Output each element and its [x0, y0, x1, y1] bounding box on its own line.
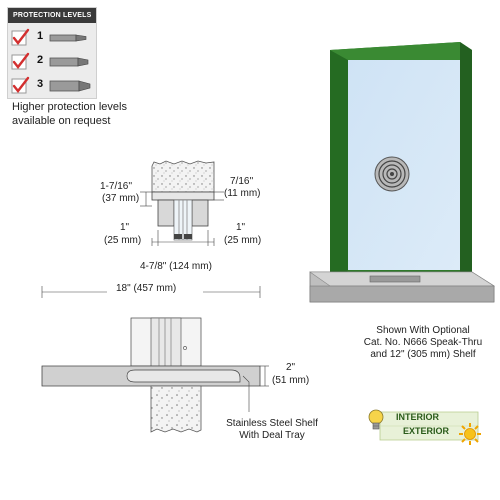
protection-levels-panel: PROTECTION LEVELS 1 2 3 — [7, 7, 97, 99]
dimension-label: (25 mm) — [104, 235, 142, 246]
checkmark-icon — [11, 28, 30, 46]
sun-icon — [459, 423, 481, 445]
window-frame-illustration — [309, 42, 495, 303]
shelf-label: Stainless Steel Shelf With Deal Tray — [212, 418, 332, 442]
dimension-label: (37 mm) — [102, 193, 140, 204]
dimension-label: 7/16'' — [230, 176, 254, 187]
dimension-label: 4-7/8" (124 mm) — [140, 261, 212, 272]
exterior-label: EXTERIOR — [403, 426, 450, 436]
shelf-label-line: With Deal Tray — [239, 430, 305, 441]
lightbulb-icon — [368, 409, 384, 430]
checkmark-icon — [11, 76, 30, 94]
shelf-section-drawing — [41, 286, 269, 433]
dimension-label: (51 mm) — [272, 375, 310, 386]
dimension-label: 1" — [236, 222, 246, 233]
dimension-label: 1-7/16'' — [100, 181, 133, 192]
dimension-label: (25 mm) — [224, 235, 262, 246]
frame-section-drawing — [140, 160, 224, 246]
protection-level-row: 3 — [8, 74, 96, 98]
bullet-icon — [49, 57, 89, 67]
badge-background — [379, 411, 479, 441]
protection-level-number: 2 — [37, 54, 44, 66]
protection-levels-header: PROTECTION LEVELS — [8, 8, 96, 23]
bullet-icon — [49, 34, 87, 42]
dimension-label: 18" (457 mm) — [116, 283, 177, 294]
protection-note: Higher protection levels available on re… — [12, 100, 182, 128]
protection-level-number: 1 — [37, 30, 44, 42]
caption-line: and 12" (305 mm) Shelf — [370, 349, 476, 360]
interior-exterior-badge: INTERIOR EXTERIOR — [366, 408, 484, 445]
product-caption: Shown With Optional Cat. No. N666 Speak-… — [353, 325, 493, 361]
protection-note-line: Higher protection levels — [12, 101, 127, 113]
protection-level-row: 2 — [8, 50, 96, 74]
bullet-icon — [49, 80, 91, 92]
shelf-label-line: Stainless Steel Shelf — [226, 418, 318, 429]
protection-level-row: 1 — [8, 26, 96, 50]
checkmark-icon — [11, 52, 30, 70]
dimension-label: (11 mm) — [224, 188, 261, 199]
interior-label: INTERIOR — [396, 412, 440, 422]
caption-line: Cat. No. N666 Speak-Thru — [363, 337, 483, 348]
protection-level-number: 3 — [37, 78, 44, 90]
dimension-label: 2" — [286, 362, 296, 373]
caption-line: Shown With Optional — [376, 325, 470, 336]
protection-note-line: available on request — [12, 115, 111, 127]
dimension-label: 1" — [120, 222, 130, 233]
